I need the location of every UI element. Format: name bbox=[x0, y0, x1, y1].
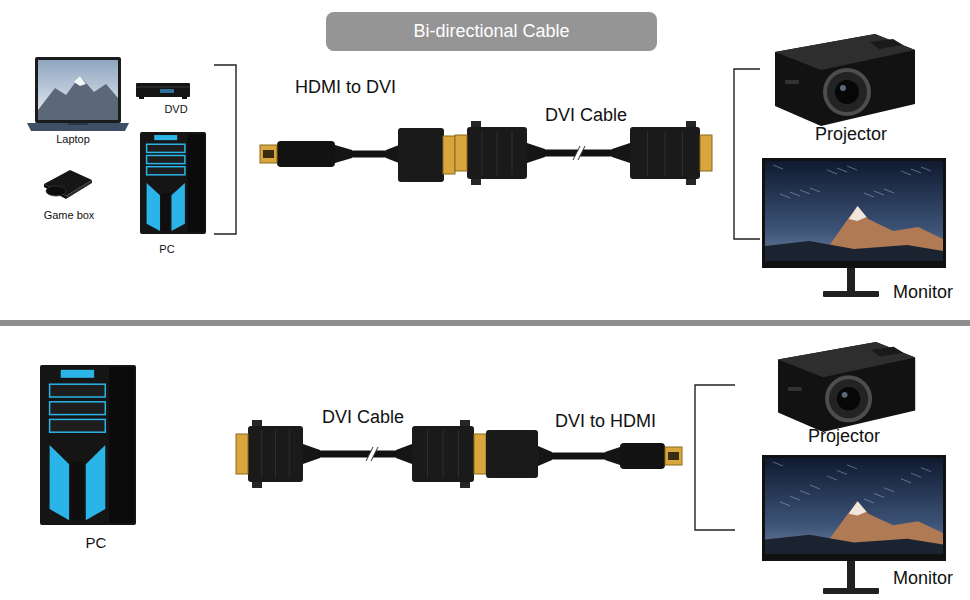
projector-icon bbox=[775, 34, 915, 126]
laptop-icon bbox=[27, 57, 129, 131]
device-label: DVD bbox=[164, 103, 187, 116]
monitor-icon bbox=[762, 158, 946, 297]
pc-tower-icon bbox=[140, 132, 206, 234]
device-label: Game box bbox=[44, 209, 95, 222]
device-label: Monitor bbox=[893, 282, 953, 304]
hdmi-dvi-cable bbox=[260, 121, 712, 185]
title-banner: Bi-directional Cable bbox=[326, 12, 657, 51]
cable-label: DVI Cable bbox=[545, 105, 627, 127]
bracket bbox=[695, 385, 735, 530]
projector-icon bbox=[778, 342, 915, 432]
dvd-player-icon bbox=[136, 83, 190, 99]
pc-tower-icon bbox=[40, 365, 136, 525]
device-label: Monitor bbox=[893, 568, 953, 590]
section-divider bbox=[0, 320, 970, 326]
device-label: PC bbox=[86, 534, 107, 552]
device-label: Projector bbox=[808, 426, 880, 448]
cable-label: DVI Cable bbox=[322, 407, 404, 429]
device-label: Projector bbox=[815, 124, 887, 146]
diagram-title: Bi-directional Cable bbox=[413, 21, 569, 42]
cable-label: DVI to HDMI bbox=[555, 411, 656, 433]
cable-label: HDMI to DVI bbox=[295, 77, 396, 99]
device-label: Laptop bbox=[56, 133, 90, 146]
game-console-icon bbox=[44, 170, 92, 199]
bracket bbox=[734, 69, 760, 239]
device-label: PC bbox=[159, 243, 174, 256]
bracket bbox=[214, 65, 236, 234]
